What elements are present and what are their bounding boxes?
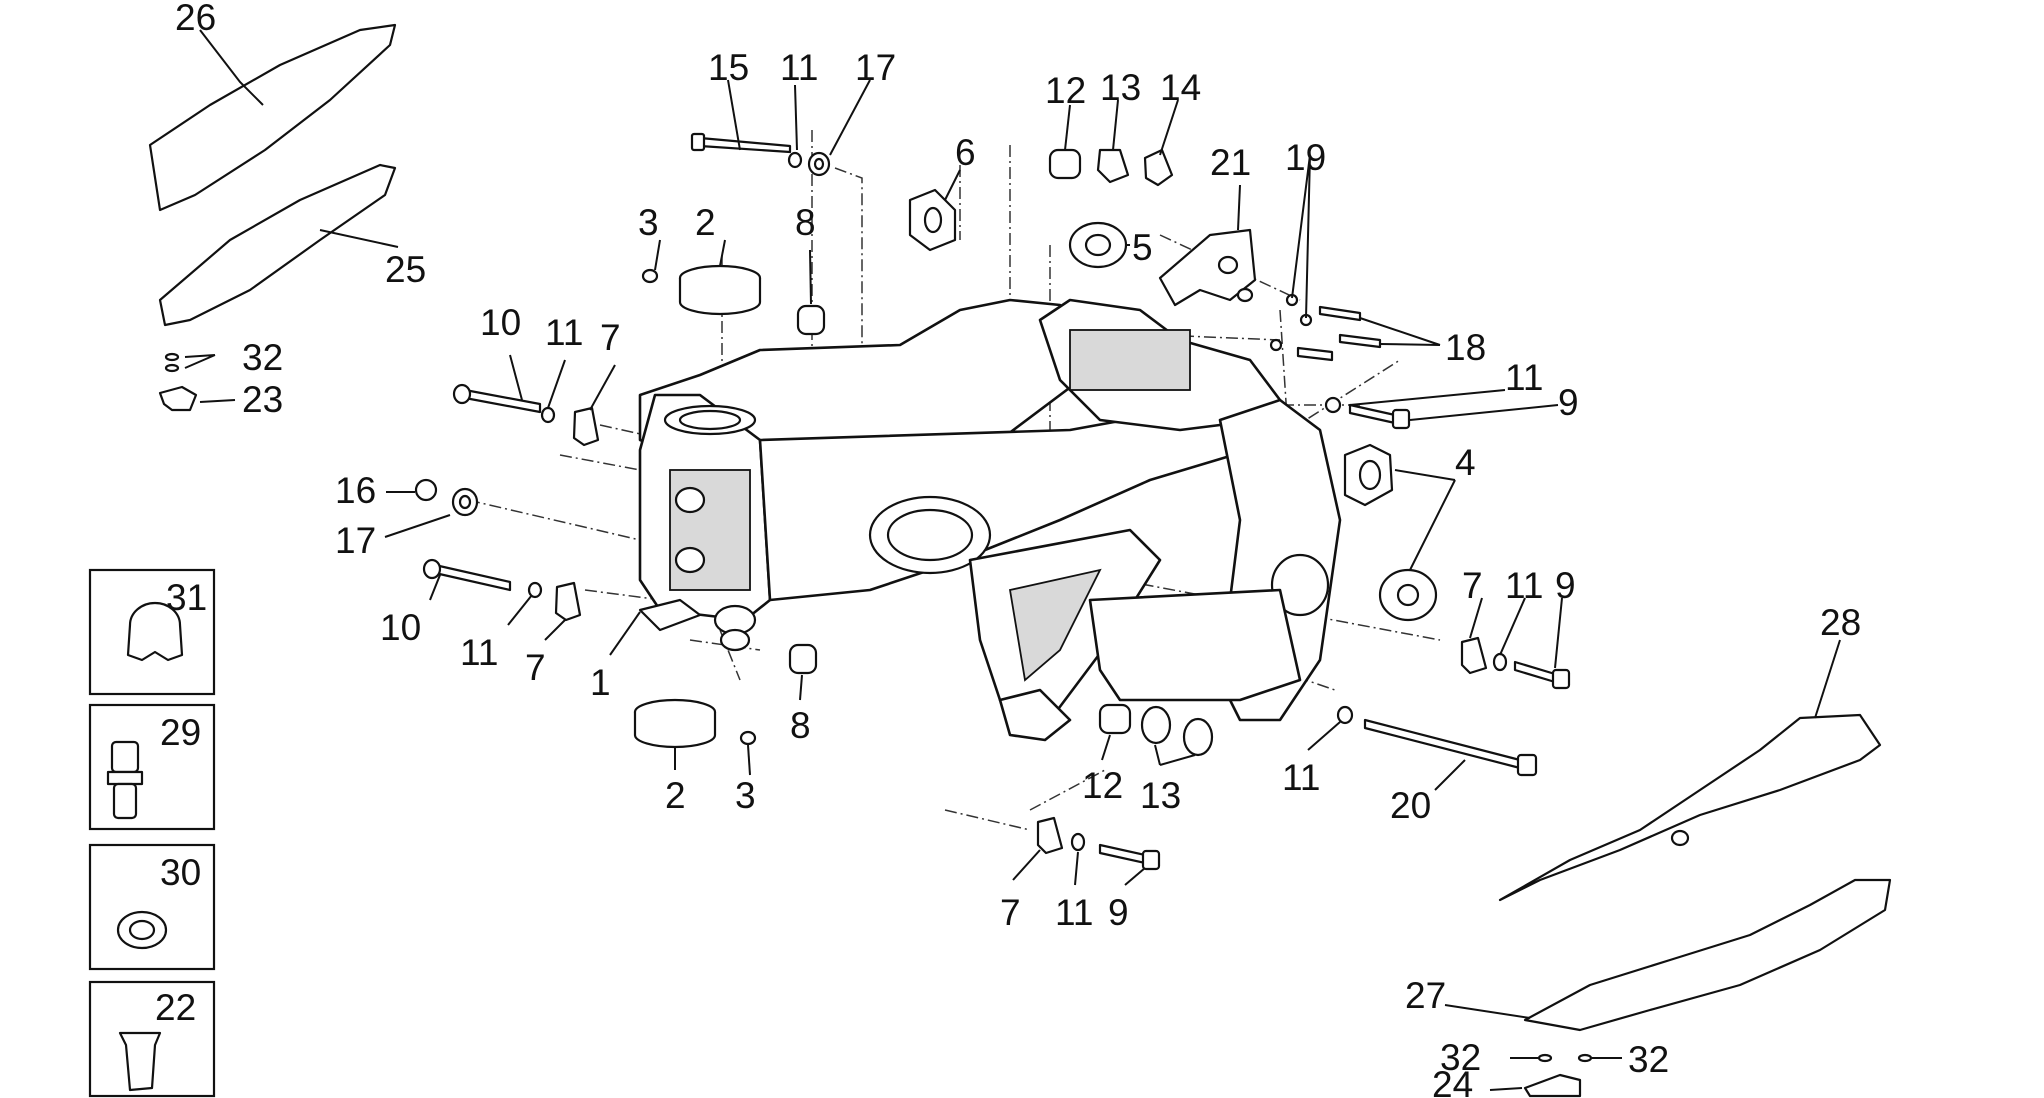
- callout-3-top: 3: [638, 202, 659, 243]
- callout-2-top: 2: [695, 202, 716, 243]
- callout-29: 29: [160, 712, 201, 753]
- callout-7-bottom: 7: [1000, 892, 1021, 933]
- callout-25: 25: [385, 249, 426, 290]
- callout-15: 15: [708, 47, 749, 88]
- callout-11-mid-right: 11: [1505, 565, 1543, 606]
- callout-labels: 26 25 32 23 15 11 17 12 13 14 6 5 21 19 …: [155, 0, 1861, 1098]
- callout-11-upper-left: 11: [545, 312, 583, 353]
- box-30: [88, 843, 216, 971]
- callout-4: 4: [1455, 442, 1476, 483]
- callout-8-lower: 8: [790, 705, 811, 746]
- callout-32-right-b: 32: [1628, 1039, 1669, 1080]
- callout-11-swingarm: 11: [1282, 757, 1320, 798]
- callout-9-upper: 9: [1558, 382, 1579, 423]
- part-24: [1523, 1073, 1582, 1098]
- callout-32-right-a: 32: [1440, 1037, 1481, 1078]
- part-23: [158, 385, 198, 412]
- callout-28: 28: [1820, 602, 1861, 643]
- accessory-boxes: [88, 568, 216, 1098]
- callout-1: 1: [590, 662, 611, 703]
- callout-10-lower: 10: [380, 607, 421, 648]
- callout-8-top: 8: [795, 202, 816, 243]
- callout-9-mid-right: 9: [1555, 565, 1576, 606]
- callout-23: 23: [242, 379, 283, 420]
- callout-21: 21: [1210, 142, 1251, 183]
- callout-7-lower-left: 7: [525, 647, 546, 688]
- callout-18: 18: [1445, 327, 1486, 368]
- callout-2-lower: 2: [665, 775, 686, 816]
- callout-19: 19: [1285, 137, 1326, 178]
- part-27: [1523, 878, 1892, 1032]
- callout-27: 27: [1405, 975, 1446, 1016]
- callout-26: 26: [175, 0, 216, 38]
- callout-5: 5: [1132, 227, 1153, 268]
- part-25: [158, 163, 397, 327]
- callout-17-left: 17: [335, 520, 376, 561]
- callout-17: 17: [855, 47, 896, 88]
- callout-11-bottom: 11: [1055, 892, 1093, 933]
- callout-30: 30: [160, 852, 201, 893]
- callout-31: 31: [166, 577, 207, 618]
- callout-11: 11: [780, 47, 818, 88]
- part-26: [148, 23, 397, 212]
- callout-10-upper: 10: [480, 302, 521, 343]
- callout-13: 13: [1100, 67, 1141, 108]
- callout-22: 22: [155, 987, 196, 1028]
- box-29: [88, 703, 216, 831]
- callout-32: 32: [242, 337, 283, 378]
- callout-9-bottom: 9: [1108, 892, 1129, 933]
- callout-11-lower-left: 11: [460, 632, 498, 673]
- callout-20: 20: [1390, 785, 1431, 826]
- part-28: [1498, 713, 1882, 902]
- callout-11-right: 11: [1505, 357, 1543, 398]
- callout-7-upper-left: 7: [600, 317, 621, 358]
- callout-7-mid-right: 7: [1462, 565, 1483, 606]
- callout-3-lower: 3: [735, 775, 756, 816]
- leader-lines: [184, 29, 1841, 1091]
- main-frame: [638, 298, 1342, 742]
- callout-13-lower: 13: [1140, 775, 1181, 816]
- callout-12: 12: [1045, 70, 1086, 111]
- small-parts: [148, 23, 1892, 1098]
- callout-24: 24: [1432, 1064, 1473, 1098]
- callout-14: 14: [1160, 67, 1201, 108]
- callout-16: 16: [335, 470, 376, 511]
- callout-12-lower: 12: [1082, 765, 1123, 806]
- callout-6: 6: [955, 132, 976, 173]
